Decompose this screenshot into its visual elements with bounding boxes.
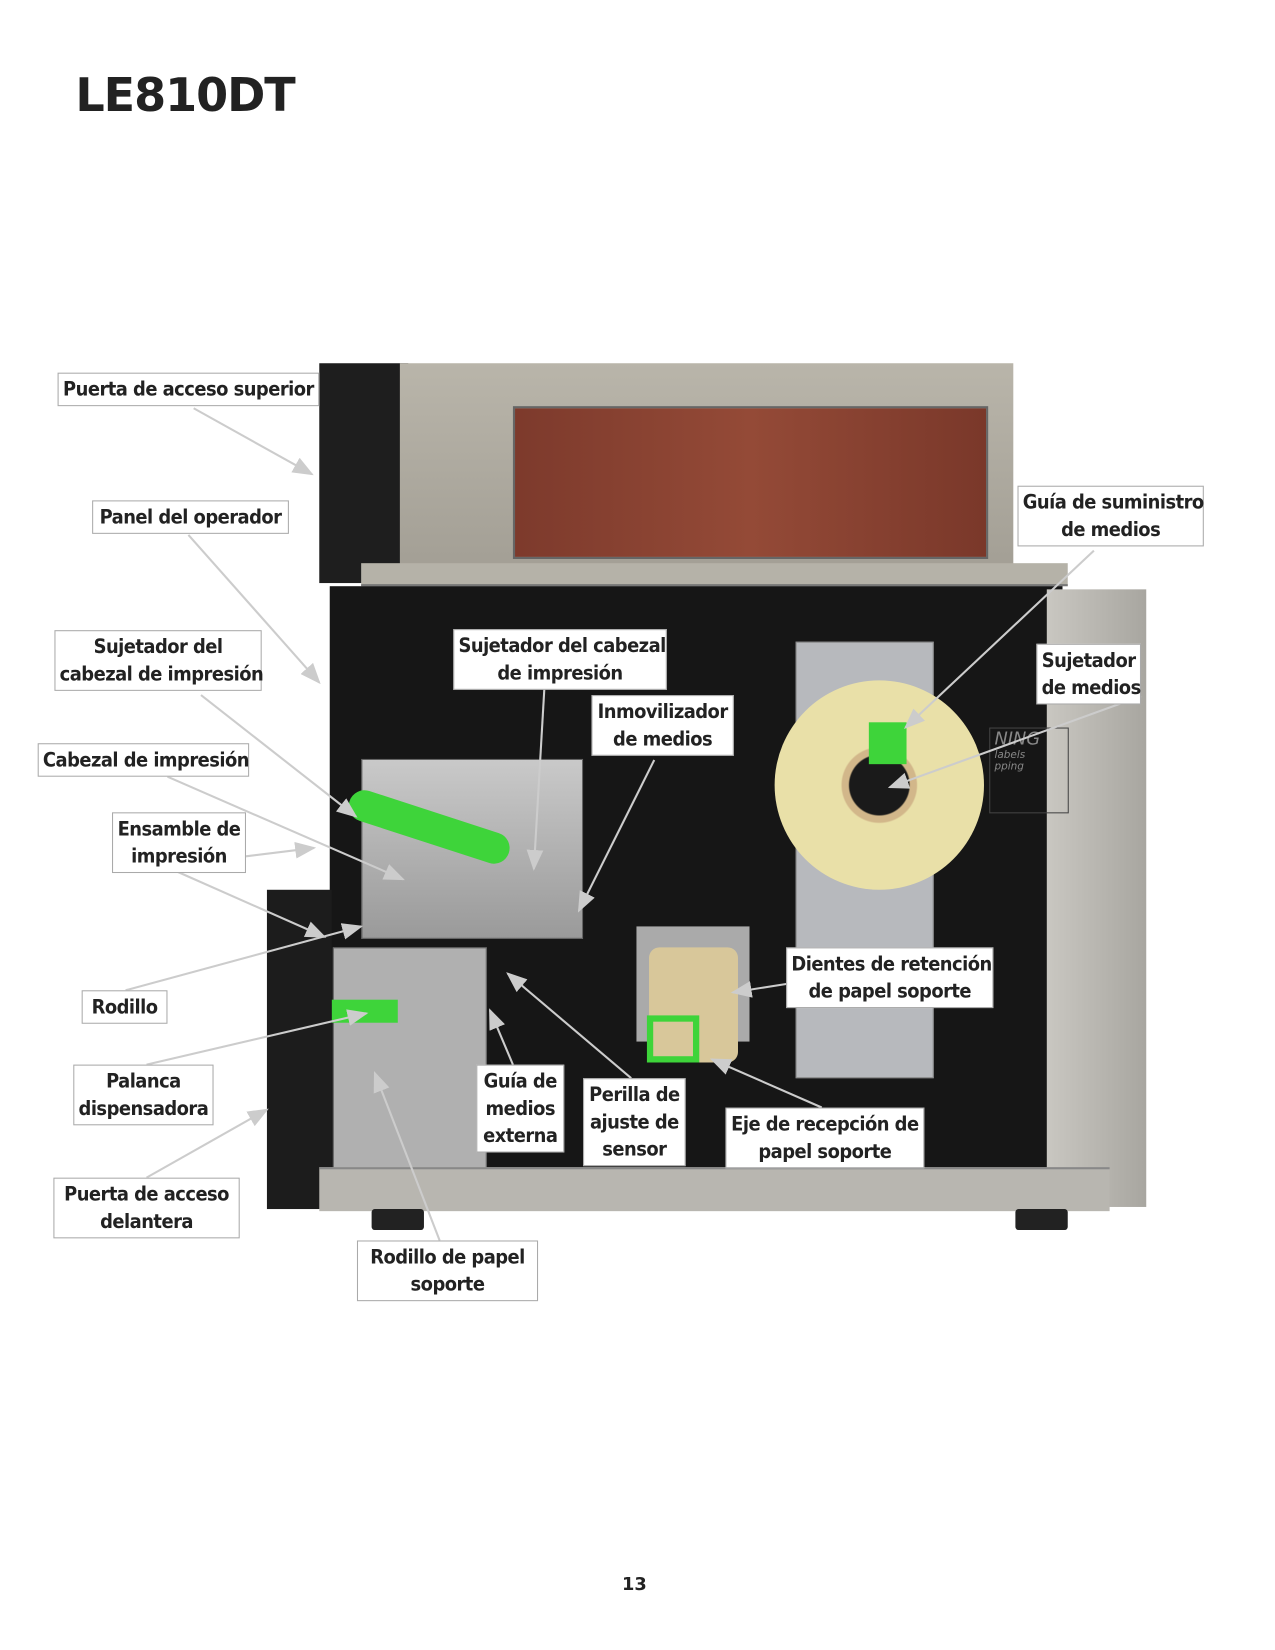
foot-left bbox=[371, 1209, 424, 1230]
takeup-green-clip bbox=[646, 1015, 700, 1063]
media-holder-green bbox=[868, 722, 907, 765]
print-mechanism bbox=[361, 758, 584, 939]
label-roller: Rodillo bbox=[81, 990, 168, 1024]
media-roll bbox=[774, 680, 984, 890]
base-plate bbox=[319, 1167, 1110, 1212]
printer-photo: NING labels pping bbox=[266, 361, 1151, 1230]
page-number: 13 bbox=[621, 1574, 647, 1596]
label-top-access-door: Puerta de acceso superior bbox=[57, 372, 320, 407]
label-printhead: Cabezal de impresión bbox=[37, 743, 250, 777]
top-access-door-panel bbox=[319, 363, 409, 584]
top-cover-window bbox=[512, 406, 989, 559]
page-title: LE810DT bbox=[75, 69, 295, 123]
foot-right bbox=[1015, 1209, 1068, 1230]
label-operator-panel: Panel del operador bbox=[92, 500, 289, 534]
dispense-mechanism bbox=[332, 947, 487, 1175]
hinge-bar bbox=[361, 563, 1068, 587]
